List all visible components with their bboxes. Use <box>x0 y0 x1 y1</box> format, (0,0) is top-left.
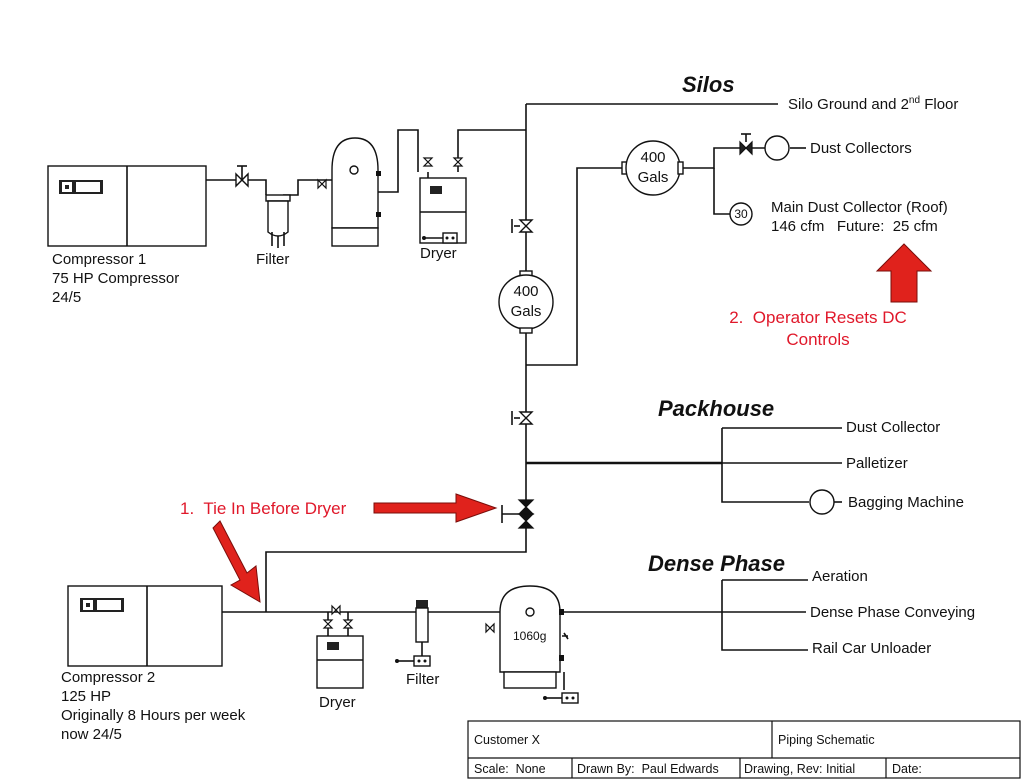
compressor-2 <box>67 585 223 667</box>
filter-2 <box>395 600 431 667</box>
silo-ground-label: Silo Ground and 2nd Floor <box>788 95 958 113</box>
bagging-machine-symbol <box>809 489 835 515</box>
compressor-1-schedule: 24/5 <box>52 289 81 306</box>
packhouse-item-palletizer: Palletizer <box>846 455 908 472</box>
arrow-tie-in-down <box>212 520 261 603</box>
riser-valve-upper <box>511 219 534 233</box>
dust-collectors-symbol <box>764 135 790 161</box>
dense-phase-item-aeration: Aeration <box>812 568 868 585</box>
dense-phase-item-rail-car: Rail Car Unloader <box>812 640 931 657</box>
packhouse-item-dust-collector: Dust Collector <box>846 419 940 436</box>
silos-header: Silos <box>682 72 735 97</box>
main-dc-cfm: 146 cfm Future: 25 cfm <box>771 218 938 235</box>
filter-1 <box>265 194 291 248</box>
annotation-operator-resets: 2. Operator Resets DC <box>729 308 907 327</box>
main-dc-gauge: 30 <box>729 202 753 226</box>
filter-2-label: Filter <box>406 671 439 688</box>
dense-phase-tank-label: 1060g <box>513 629 546 643</box>
dryer-1 <box>419 157 467 244</box>
title-block-customer: Customer X <box>474 733 541 747</box>
main-receiver <box>498 270 554 334</box>
title-block-drawn-by: Drawn By: Paul Edwards <box>577 762 719 776</box>
main-dc-label: Main Dust Collector (Roof) <box>771 199 948 216</box>
compressor-2-schedule: now 24/5 <box>61 726 122 743</box>
packhouse-item-bagging-machine: Bagging Machine <box>848 494 964 511</box>
packhouse-header: Packhouse <box>658 396 774 421</box>
dryer-1-label: Dryer <box>420 245 457 262</box>
title-block-scale: Scale: None <box>474 762 546 776</box>
dense-phase-header: Dense Phase <box>648 551 785 576</box>
silo-receiver-unit: Gals <box>638 169 669 186</box>
main-receiver-unit: Gals <box>511 303 542 320</box>
pipes <box>206 103 842 651</box>
valve-icon <box>235 165 249 188</box>
receiver-tank-1 <box>317 137 381 247</box>
compressor-1 <box>47 165 207 247</box>
compressor-1-hp: 75 HP Compressor <box>52 270 179 287</box>
title-block-title: Piping Schematic <box>778 733 875 747</box>
annotation-tie-in: 1. Tie In Before Dryer <box>180 499 347 518</box>
title-block-date: Date: <box>892 762 922 776</box>
arrow-tie-in-right <box>373 493 498 523</box>
title-block: Customer X Piping Schematic Scale: None … <box>467 720 1021 779</box>
silo-receiver-size: 400 <box>640 149 665 166</box>
compressor-2-original-schedule: Originally 8 Hours per week <box>61 707 246 724</box>
dust-collectors-valve-icon <box>739 133 753 156</box>
compressor-1-name: Compressor 1 <box>52 251 146 268</box>
main-dc-gauge-value: 30 <box>734 207 748 221</box>
arrow-operator-up <box>875 243 933 303</box>
dense-phase-tank <box>485 585 579 704</box>
filter-1-label: Filter <box>256 251 289 268</box>
dust-collectors-label: Dust Collectors <box>810 140 912 157</box>
title-block-drawing-rev: Drawing, Rev: Initial <box>744 762 855 776</box>
dense-phase-item-conveying: Dense Phase Conveying <box>810 604 975 621</box>
annotation-controls: Controls <box>786 330 849 349</box>
dryer-2 <box>316 604 364 689</box>
compressor-2-hp: 125 HP <box>61 688 111 705</box>
tie-in-valve-icon <box>501 499 535 529</box>
main-receiver-size: 400 <box>513 283 538 300</box>
riser-valve-lower <box>511 411 534 425</box>
dryer-2-label: Dryer <box>319 694 356 711</box>
silo-receiver <box>621 140 684 196</box>
compressor-2-name: Compressor 2 <box>61 669 155 686</box>
